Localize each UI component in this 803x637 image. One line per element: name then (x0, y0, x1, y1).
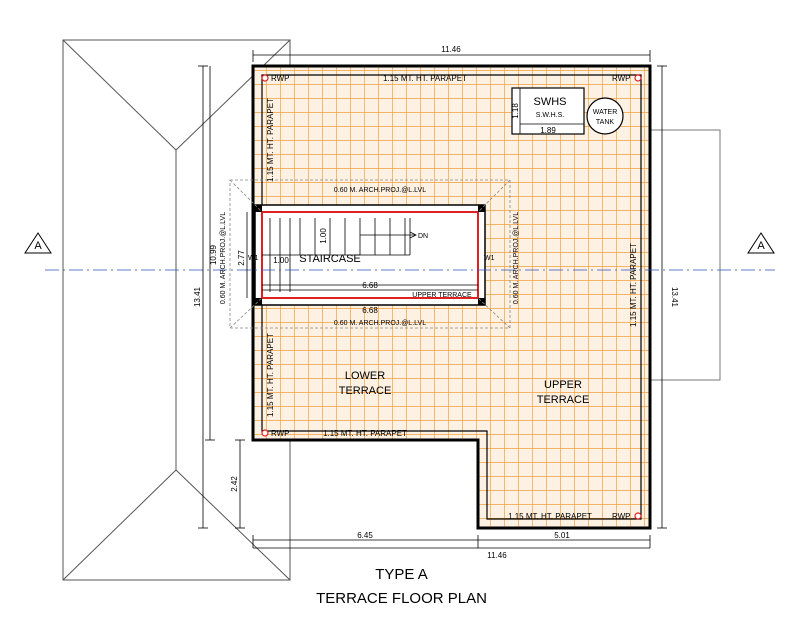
water-tank (586, 97, 624, 135)
arch-proj-label-bottom: 0.60 M. ARCH.PROJ.@L.LVL (334, 320, 426, 327)
rwp-label: RWP (271, 74, 290, 83)
dim-overall-height-left: 13.41 (193, 286, 202, 307)
staircase-label: STAIRCASE (299, 253, 361, 265)
upper-terrace-label-1: UPPER (544, 379, 582, 391)
dim-staircase-width-lower: 6.68 (362, 306, 378, 315)
parapet-label-top: 1.15 MT. HT. PARAPET (383, 74, 467, 83)
section-marker-left: A (34, 240, 42, 252)
rwp-marker (634, 512, 642, 520)
dim-swhs-width: 1.89 (540, 126, 556, 135)
water-tank-label-2: TANK (596, 119, 614, 126)
arch-proj-label-top: 0.60 M. ARCH.PROJ.@L.LVL (334, 187, 426, 194)
dim-swhs-height: 1.18 (511, 103, 520, 119)
dim-bottom-left: 6.45 (357, 531, 373, 540)
dim-overall-width-top: 11.46 (441, 45, 461, 54)
lower-terrace-label-1: LOWER (345, 370, 385, 382)
section-line (24, 232, 775, 271)
plan-title-line2: TERRACE FLOOR PLAN (316, 590, 487, 607)
parapet-label-left-lower: 1.15 MT. HT. PARAPET (266, 333, 275, 417)
arch-projection-outline (229, 179, 511, 329)
upper-terrace-label-2: TERRACE (537, 394, 590, 406)
rwp-marker (261, 74, 269, 82)
dim-overall-height-right: 13.41 (670, 287, 679, 308)
dn-label: DN (418, 233, 428, 240)
rwp-label: RWP (612, 74, 631, 83)
dim-bottom-right: 5.01 (554, 531, 570, 540)
adjacent-roof-outline (62, 39, 291, 581)
lower-terrace-label-2: TERRACE (339, 385, 392, 397)
dim-overall-width-bottom: 11.46 (487, 551, 507, 560)
upper-terrace-small-label: UPPER TERRACE (412, 292, 472, 299)
adjacent-building-outline (645, 129, 721, 381)
swhs-label: SWHS (534, 96, 567, 108)
water-tank-label-1: WATER (593, 109, 618, 116)
section-marker-right: A (757, 240, 765, 252)
parapet-label-lower-terrace: 1.15 MT. HT. PARAPET (323, 429, 407, 438)
dimension-lines (198, 50, 667, 549)
dim-lower-projection: 2.42 (230, 476, 239, 492)
dim-stair-landing: 1.00 (273, 256, 289, 265)
plan-title-line1: TYPE A (375, 566, 428, 583)
dim-stair-flight-width: 1.00 (319, 228, 328, 244)
swhs-box (511, 87, 585, 135)
parapet-label-bottom: 1.15 MT. HT. PARAPET (508, 512, 592, 521)
window-label-right: W1 (484, 255, 495, 262)
dim-inner-height-left: 10.99 (209, 244, 218, 265)
rwp-marker (261, 429, 269, 437)
arch-proj-label-left: 0.60 M. ARCH.PROJ.@L.LVL (220, 212, 227, 304)
rwp-label: RWP (271, 429, 290, 438)
parapet-label-left-upper: 1.15 MT. HT. PARAPET (266, 98, 275, 182)
swhs-sub-label: S.W.H.S. (536, 112, 564, 119)
arch-proj-label-right: 0.60 M. ARCH.PROJ.@L.LVL (513, 212, 520, 304)
parapet-label-right: 1.15 MT. HT. PARAPET (629, 243, 638, 327)
rwp-label: RWP (612, 512, 631, 521)
dim-staircase-width: 6.68 (362, 281, 378, 290)
dim-staircase-height: 2.77 (237, 250, 246, 266)
window-label-left: W1 (248, 255, 259, 262)
rwp-markers (261, 74, 642, 520)
rwp-marker (634, 74, 642, 82)
